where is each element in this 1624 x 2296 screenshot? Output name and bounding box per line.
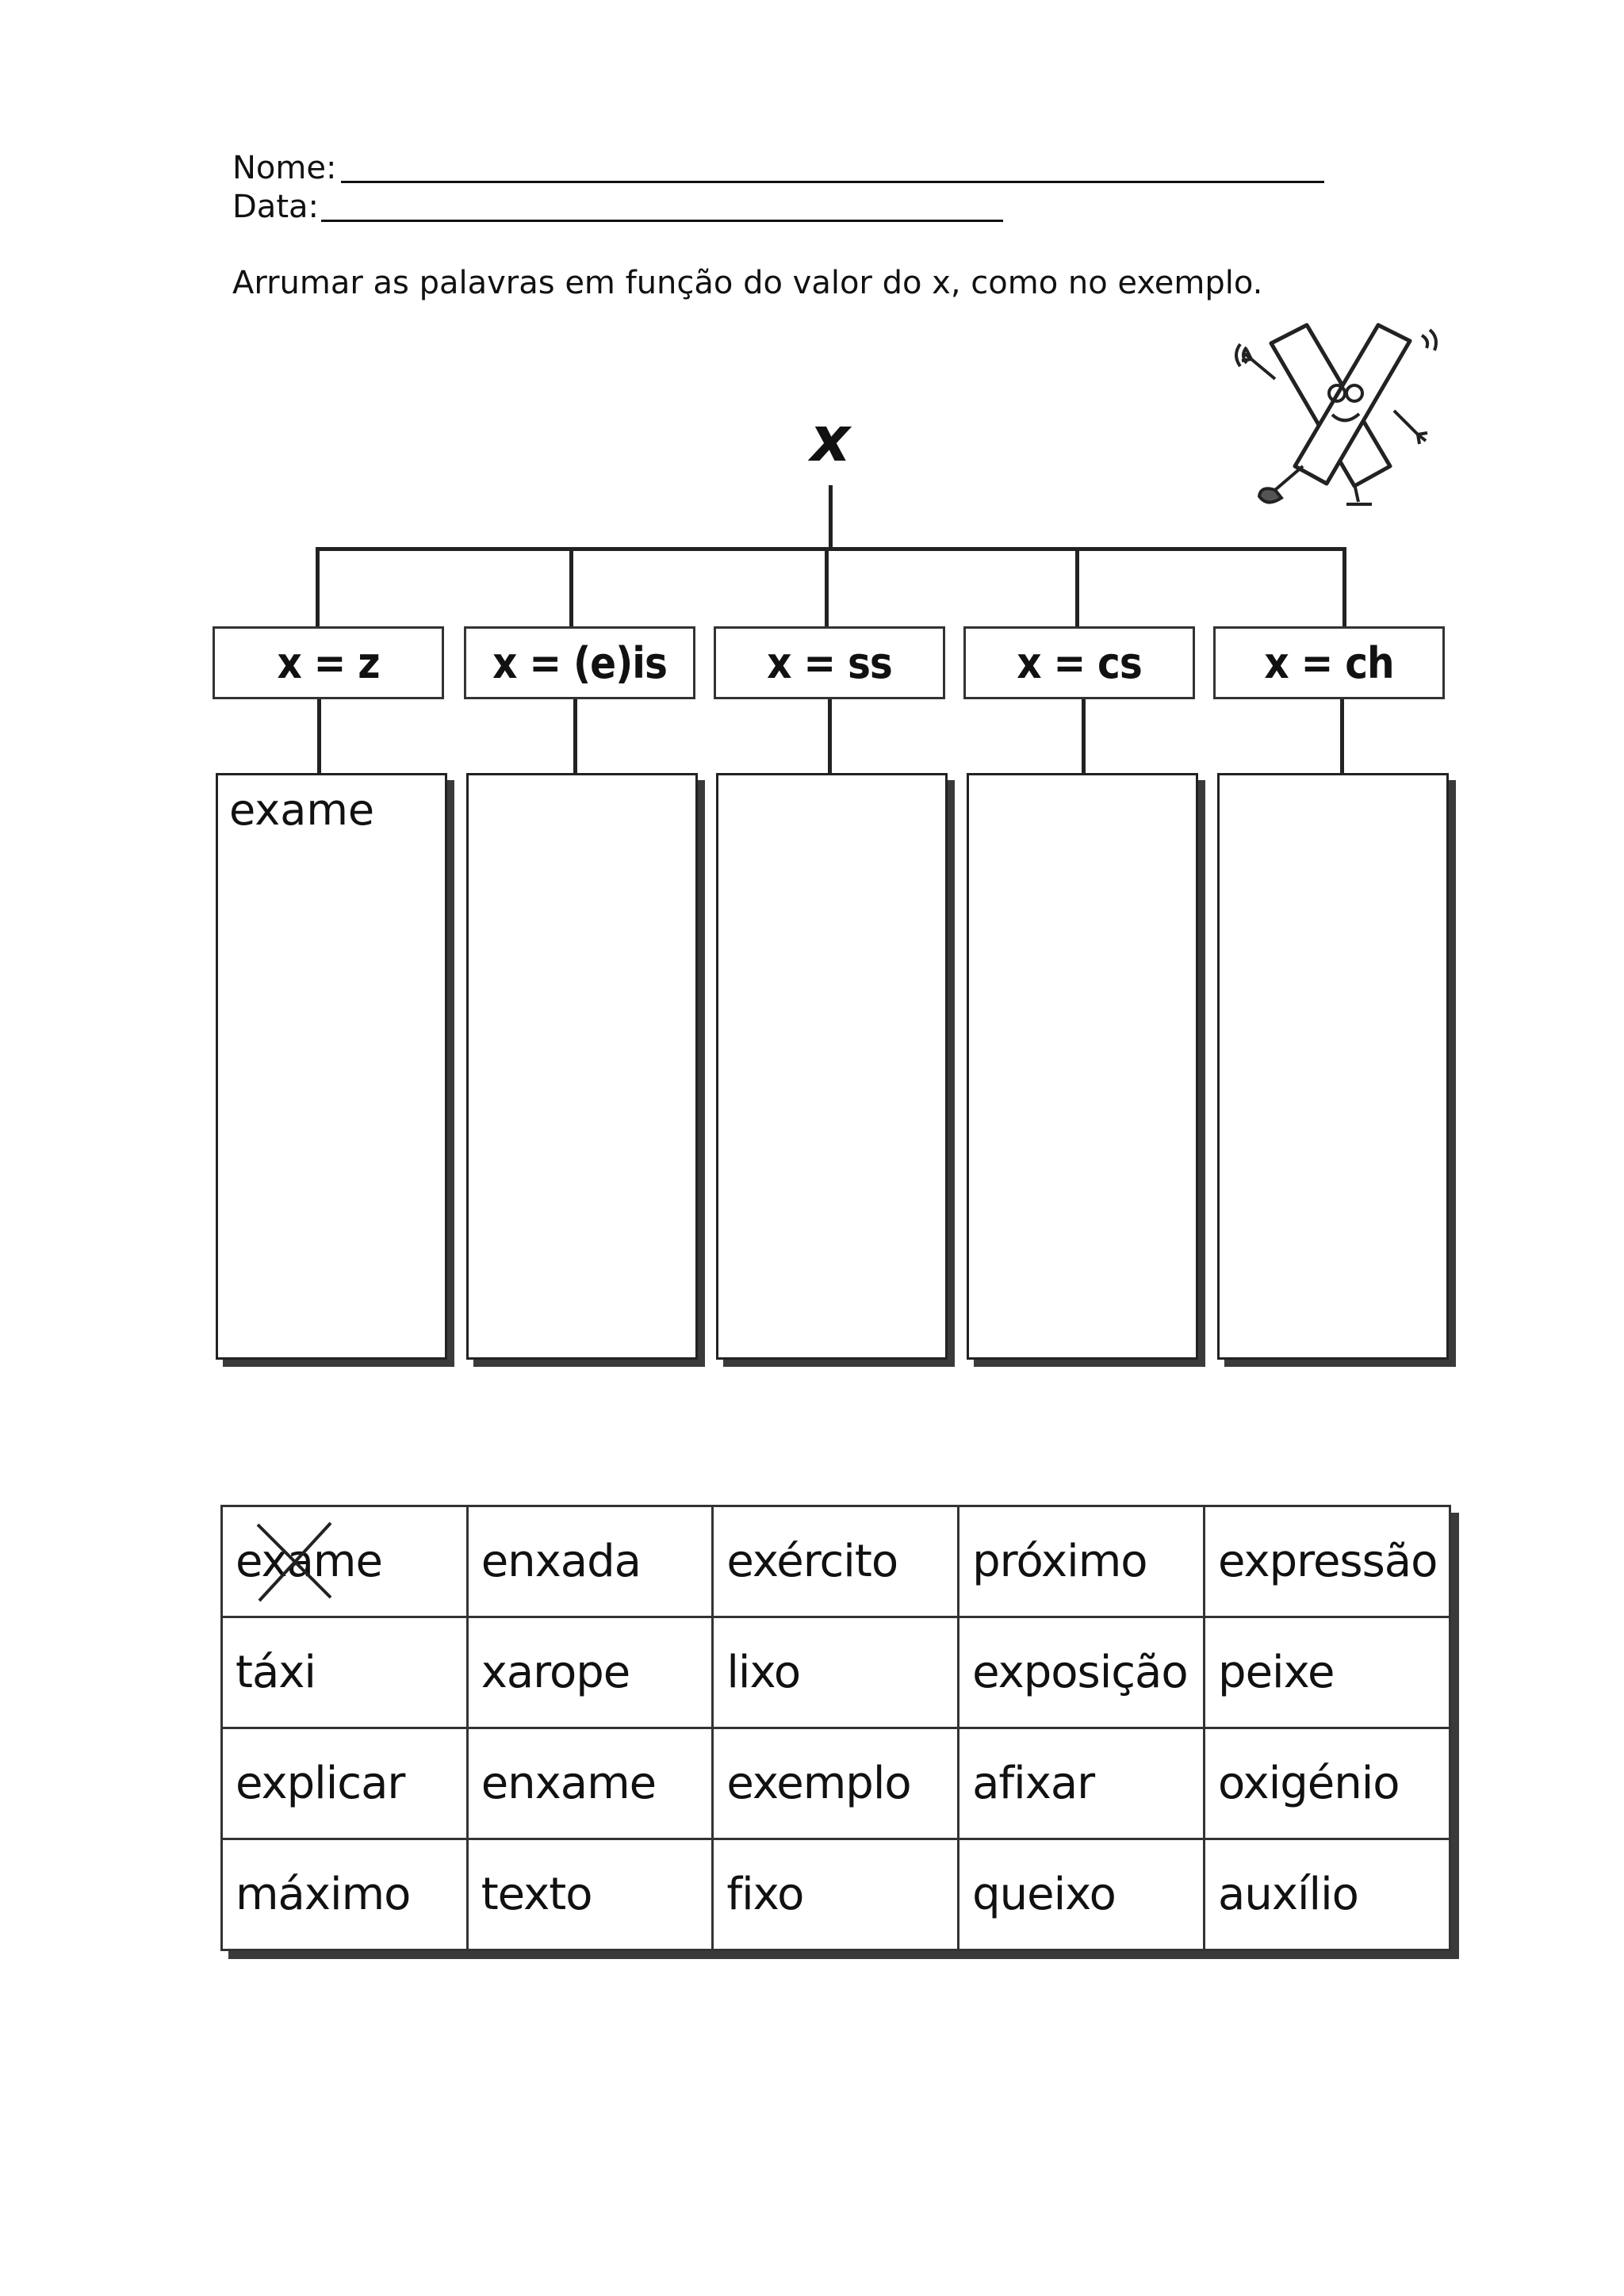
- word-cell: auxílio: [1203, 1838, 1451, 1951]
- table-row: exame enxada exército próximo expressão: [220, 1505, 1451, 1618]
- connector-3: [828, 699, 832, 773]
- word-cell: afixar: [957, 1727, 1206, 1840]
- word-cell: explicar: [220, 1727, 469, 1840]
- answer-column-x-ss[interactable]: [716, 773, 948, 1360]
- word-cell: enxada: [465, 1505, 714, 1618]
- word-cell: exame: [220, 1505, 469, 1618]
- word-cell: táxi: [220, 1616, 469, 1729]
- word-cell: exposição: [957, 1616, 1206, 1729]
- category-x-cs: x = cs: [963, 626, 1195, 699]
- word-cell: enxame: [465, 1727, 714, 1840]
- word-cell: xarope: [465, 1616, 714, 1729]
- date-field[interactable]: [321, 220, 1003, 222]
- connector-2: [573, 699, 577, 773]
- column-example-word: exame: [229, 785, 375, 835]
- table-row: máximo texto fixo queixo auxílio: [220, 1838, 1451, 1951]
- answer-column-x-z[interactable]: exame: [216, 773, 447, 1360]
- table-row: táxi xarope lixo exposição peixe: [220, 1616, 1451, 1729]
- name-label: Nome:: [232, 150, 337, 186]
- answer-column-x-eis[interactable]: [466, 773, 698, 1360]
- word-cell: peixe: [1203, 1616, 1451, 1729]
- table-row: explicar enxame exemplo afixar oxigénio: [220, 1727, 1451, 1840]
- word-cell: oxigénio: [1203, 1727, 1451, 1840]
- branch-5: [1342, 547, 1346, 626]
- x-letter-character-icon: [1235, 323, 1438, 506]
- connector-5: [1340, 699, 1344, 773]
- word-table: exame enxada exército próximo expressão …: [220, 1505, 1451, 1951]
- word-cell: exército: [711, 1505, 960, 1618]
- category-x-ch: x = ch: [1213, 626, 1445, 699]
- word-cell: exemplo: [711, 1727, 960, 1840]
- category-x-eis: x = (e)is: [464, 626, 695, 699]
- word-cell: próximo: [957, 1505, 1206, 1618]
- instruction-text: Arrumar as palavras em função do valor d…: [232, 265, 1263, 301]
- branch-1: [316, 547, 320, 626]
- word-cell: expressão: [1203, 1505, 1451, 1618]
- date-row: Data:: [232, 188, 319, 226]
- word-text: exame: [236, 1536, 383, 1587]
- category-x-ss: x = ss: [714, 626, 945, 699]
- tree-bar: [316, 547, 1346, 551]
- root-x-label: x: [810, 404, 851, 476]
- word-cell: máximo: [220, 1838, 469, 1951]
- word-cell: queixo: [957, 1838, 1206, 1951]
- connector-4: [1082, 699, 1086, 773]
- branch-3: [825, 547, 829, 626]
- category-x-z: x = z: [213, 626, 444, 699]
- name-field[interactable]: [341, 181, 1324, 183]
- word-cell: fixo: [711, 1838, 960, 1951]
- answer-column-x-cs[interactable]: [967, 773, 1198, 1360]
- name-row: Nome:: [232, 149, 336, 187]
- connector-1: [317, 699, 321, 773]
- date-label: Data:: [232, 189, 319, 225]
- answer-column-x-ch[interactable]: [1217, 773, 1449, 1360]
- branch-4: [1075, 547, 1079, 626]
- word-cell: texto: [465, 1838, 714, 1951]
- word-cell: lixo: [711, 1616, 960, 1729]
- branch-2: [569, 547, 573, 626]
- root-stem: [829, 485, 833, 549]
